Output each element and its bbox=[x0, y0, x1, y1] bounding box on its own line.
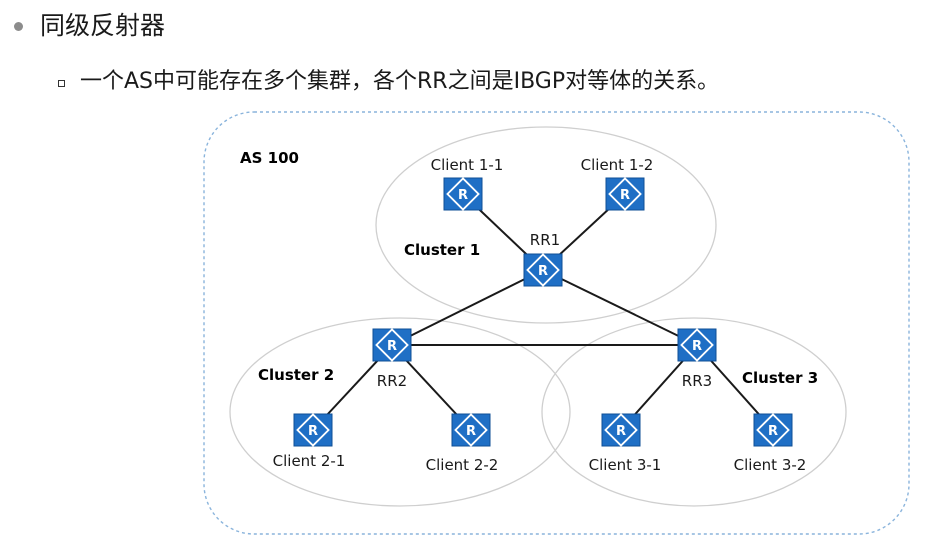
cluster-3-label: Cluster 3 bbox=[742, 369, 818, 387]
as-boundary bbox=[203, 111, 910, 535]
client-2-1-label: Client 2-1 bbox=[273, 452, 346, 470]
router-icon bbox=[605, 177, 645, 211]
client-3-2-label: Client 3-2 bbox=[734, 456, 807, 474]
links bbox=[312, 193, 774, 431]
cluster-2-label: Cluster 2 bbox=[258, 366, 334, 384]
router-icon bbox=[443, 177, 483, 211]
client-1-1-label: Client 1-1 bbox=[431, 156, 504, 174]
rr2-label: RR2 bbox=[377, 372, 407, 390]
bullet-square-icon bbox=[58, 80, 65, 87]
cluster-1-label: Cluster 1 bbox=[404, 241, 480, 259]
rr1-label: RR1 bbox=[530, 231, 560, 249]
router-icon bbox=[451, 413, 491, 447]
client-2-2-label: Client 2-2 bbox=[426, 456, 499, 474]
router-icon bbox=[293, 413, 333, 447]
as-label: AS 100 bbox=[240, 149, 299, 167]
client-1-2-label: Client 1-2 bbox=[581, 156, 654, 174]
rr3-label: RR3 bbox=[682, 372, 712, 390]
cluster-2-boundary bbox=[229, 317, 571, 507]
router-icon bbox=[523, 253, 563, 287]
slide-heading: 同级反射器 bbox=[40, 11, 166, 40]
link-rr1-rr3 bbox=[542, 269, 698, 346]
link-rr1-rr2 bbox=[391, 269, 544, 346]
router-icon bbox=[601, 413, 641, 447]
router-icon bbox=[677, 328, 717, 362]
cluster-1-boundary bbox=[375, 126, 717, 324]
router-icon bbox=[372, 328, 412, 362]
bullet-dot-icon bbox=[14, 22, 23, 31]
router-icon bbox=[753, 413, 793, 447]
client-3-1-label: Client 3-1 bbox=[589, 456, 662, 474]
cluster-3-boundary bbox=[541, 317, 847, 507]
slide-subheading: 一个AS中可能存在多个集群，各个RR之间是IBGP对等体的关系。 bbox=[80, 69, 720, 94]
